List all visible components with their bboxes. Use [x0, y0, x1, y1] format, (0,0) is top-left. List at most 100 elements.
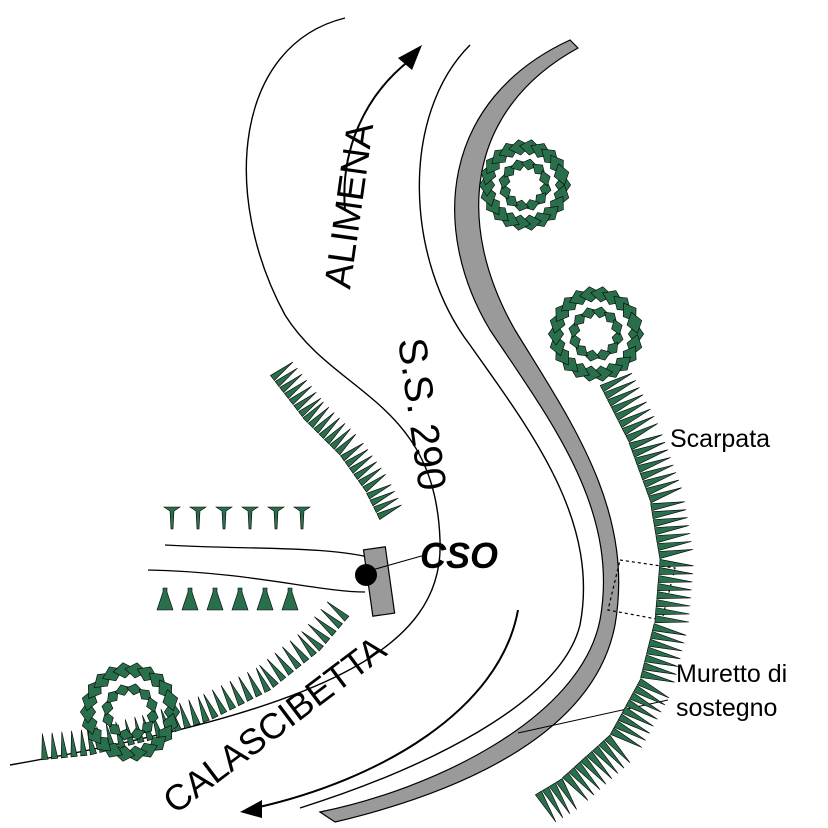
slope-tick	[298, 397, 322, 418]
slope-tick	[659, 559, 694, 567]
slope-tick	[293, 391, 317, 412]
slope-tick	[314, 616, 337, 637]
slope-tick	[51, 732, 59, 760]
slope-tick	[288, 385, 312, 406]
bush-icon	[547, 286, 645, 382]
side-road-marker	[156, 587, 174, 611]
slope-tick	[297, 634, 317, 658]
slope-tick	[625, 699, 658, 720]
slope-tick	[324, 423, 346, 445]
slope-tick	[320, 608, 343, 630]
side-road-marker	[267, 506, 285, 530]
station-marker-icon	[355, 564, 377, 586]
calascibetta-label: CALASCIBETTA	[155, 628, 393, 822]
slope-tick	[656, 541, 692, 551]
slope-tick	[655, 533, 691, 544]
bush-icon	[478, 139, 572, 231]
slope-tick	[610, 394, 644, 414]
slope-tick	[555, 778, 577, 810]
muretto-label-line2: sostegno	[676, 694, 777, 722]
slope-tick	[326, 601, 350, 622]
slope-tick	[259, 664, 279, 688]
road-edge-outer	[9, 17, 441, 766]
slope-tick	[329, 428, 351, 450]
slope-tick	[586, 750, 613, 780]
slope-tick	[534, 790, 557, 823]
slope-tick	[629, 692, 662, 713]
slope-tick	[279, 373, 303, 394]
slope-tick	[247, 672, 263, 698]
slope-tick	[238, 676, 254, 702]
side-road-marker	[206, 587, 224, 611]
slope-tick	[188, 699, 201, 726]
side-road-edge-bottom	[147, 569, 366, 593]
muretto-label-line1: Muretto di	[676, 660, 787, 688]
slope-tick	[621, 416, 655, 436]
slope-tick	[70, 730, 78, 758]
slope-tick	[220, 685, 237, 711]
side-road-marker	[281, 587, 299, 611]
slope-tick	[604, 734, 631, 764]
slope-tick	[636, 678, 670, 699]
slope-tick	[274, 652, 294, 676]
side-road-marker	[215, 506, 233, 530]
slope-tick	[609, 727, 643, 748]
leaf	[146, 696, 158, 713]
slope-tick	[637, 457, 671, 473]
slope-tick	[340, 442, 364, 462]
slope-tick	[60, 731, 68, 759]
slope-tick	[229, 680, 245, 707]
station-label: CSO	[420, 535, 498, 576]
slope-tick	[655, 599, 691, 608]
side-road-marker	[231, 587, 249, 611]
leaf	[162, 689, 179, 712]
retaining-wall	[318, 39, 620, 823]
slope-tick	[613, 720, 646, 741]
leaf	[553, 163, 570, 186]
side-road-edge-top	[164, 544, 381, 561]
slope-tick	[599, 372, 633, 393]
slope-tick	[307, 623, 331, 644]
slope-tick	[357, 467, 382, 487]
slope-tick	[658, 549, 693, 559]
slope-tick	[548, 782, 571, 814]
bush-icon	[79, 662, 181, 762]
side-road-marker	[181, 587, 199, 611]
muretto-callout-line	[517, 699, 669, 734]
slope-tick	[41, 733, 49, 761]
slope-tick	[656, 591, 692, 600]
vegetation-layer	[41, 139, 694, 823]
slope-tick	[283, 379, 308, 400]
slope-tick	[654, 615, 689, 624]
slope-tick	[282, 646, 302, 670]
slope-tick	[307, 406, 330, 429]
slope-tick	[655, 607, 690, 616]
slope-tick	[274, 367, 298, 388]
slope-tick	[366, 484, 392, 500]
slope-tick	[348, 455, 373, 474]
leaf	[611, 318, 623, 336]
slope-tick	[568, 766, 595, 796]
slope-tick	[362, 474, 386, 493]
alimena-direction-arrow	[343, 59, 411, 211]
slope-tick	[658, 567, 694, 575]
leaf	[539, 170, 551, 187]
side-road-marker	[163, 506, 181, 530]
slope-tick	[574, 761, 601, 790]
slope-tick	[645, 479, 680, 496]
slope-tick	[255, 667, 272, 693]
road-edge-inner	[299, 44, 585, 809]
slope-tick	[353, 461, 378, 481]
slope-tick	[633, 685, 666, 706]
slope-tick	[621, 706, 654, 727]
slope-tick	[617, 713, 650, 734]
slope-tick	[289, 640, 310, 664]
slope-tick	[266, 658, 287, 682]
calascibetta-direction-arrow	[254, 609, 519, 809]
side-road-marker	[293, 506, 311, 530]
slope-tick	[652, 623, 687, 636]
slope-tick	[318, 417, 340, 440]
slope-tick	[654, 525, 689, 536]
slope-tick	[212, 689, 228, 715]
